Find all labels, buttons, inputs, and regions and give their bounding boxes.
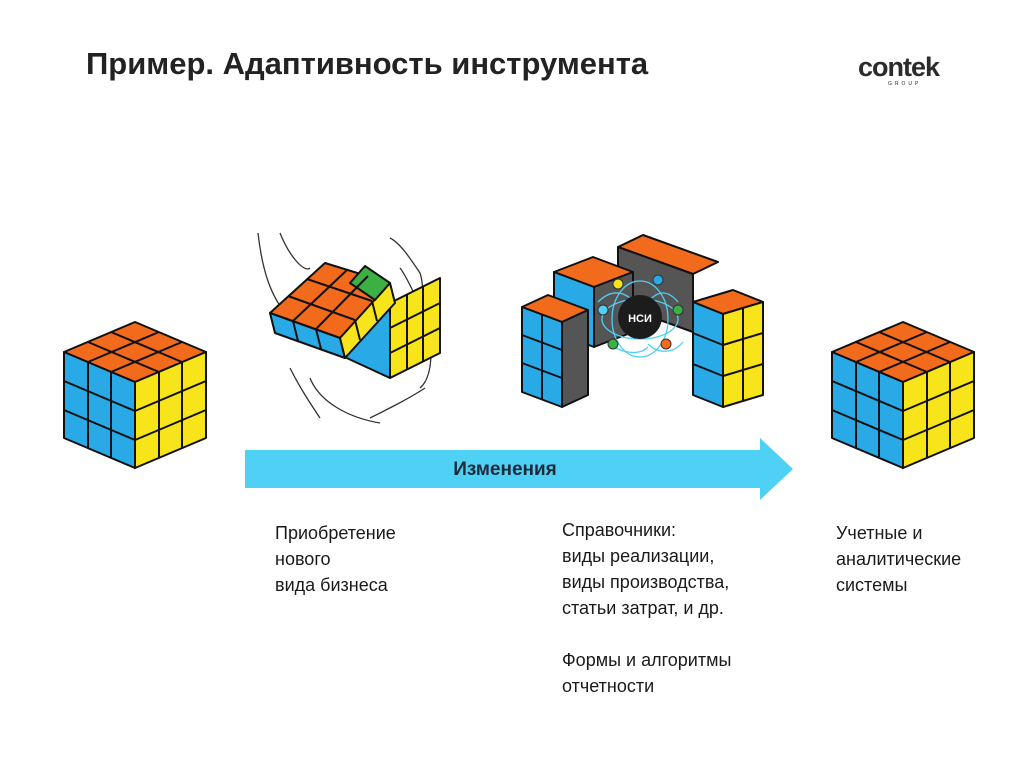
caption-right: Учетные и аналитические системы xyxy=(836,520,961,598)
caption-line: виды реализации, xyxy=(562,546,715,566)
nsi-label: НСИ xyxy=(628,313,652,325)
caption-line: статьи затрат, и др. xyxy=(562,598,724,618)
contek-logo: contek GROUP xyxy=(858,54,968,90)
slide-title: Пример. Адаптивность инструмента xyxy=(86,46,649,81)
changes-arrow xyxy=(245,438,793,500)
logo-subtitle: GROUP xyxy=(888,81,922,87)
caption-line: виды производства, xyxy=(562,572,730,592)
caption-line: аналитические xyxy=(836,549,962,569)
caption-line: Формы и алгоритмы xyxy=(562,650,732,670)
solved-cube-right xyxy=(831,321,975,469)
arrow-label: Изменения xyxy=(453,459,557,480)
exploded-cube-nsi: НСИ xyxy=(521,234,764,408)
solved-cube-left xyxy=(63,321,207,469)
caption-left: Приобретение нового вида бизнеса xyxy=(275,520,396,598)
caption-line: Учетные и xyxy=(836,523,923,543)
twisted-cube-hands xyxy=(257,232,441,424)
logo-wordmark: contek xyxy=(858,52,940,82)
caption-middle: Справочники: виды реализации, виды произ… xyxy=(562,517,731,699)
caption-line: системы xyxy=(836,575,908,595)
caption-line: Справочники: xyxy=(562,520,677,540)
caption-line: Приобретение xyxy=(275,523,396,543)
caption-line: нового xyxy=(275,549,331,569)
caption-line: вида бизнеса xyxy=(275,575,388,595)
caption-line: отчетности xyxy=(562,676,655,696)
